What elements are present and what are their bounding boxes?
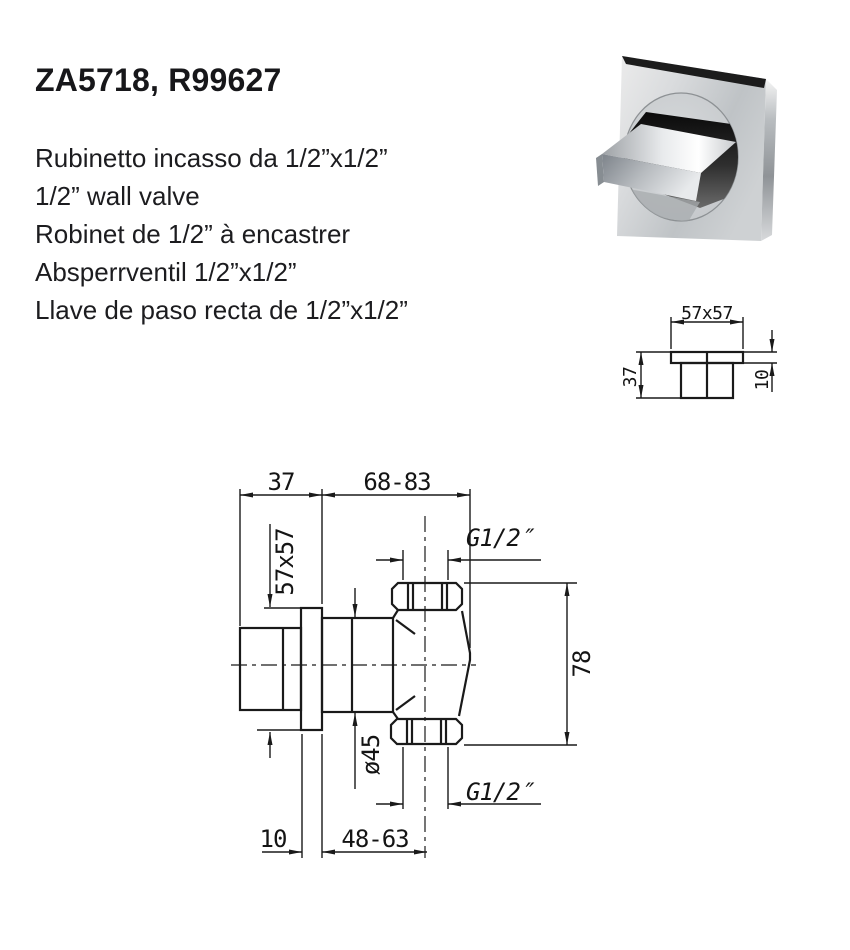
description-italian: Rubinetto incasso da 1/2”x1/2” bbox=[35, 143, 388, 173]
dim-pipe-diameter: ø45 bbox=[352, 588, 385, 789]
svg-text:G1/2″: G1/2″ bbox=[466, 524, 535, 552]
photo-lever-end-face bbox=[596, 154, 604, 186]
photo-lever-top-face bbox=[602, 124, 736, 173]
main-drawing: 37 68-83 G1/2″ 57x57 bbox=[231, 468, 596, 858]
dim-height: 78 bbox=[464, 582, 596, 746]
svg-text:ø45: ø45 bbox=[357, 735, 385, 775]
description-spanish: Llave de paso recta de 1/2”x1/2” bbox=[35, 295, 408, 325]
valve-outline bbox=[238, 581, 472, 746]
photo-lever-front-face bbox=[602, 154, 701, 201]
product-photo bbox=[596, 56, 777, 241]
body-right-taper bbox=[457, 610, 472, 717]
description-english: 1/2” wall valve bbox=[35, 181, 200, 211]
dim-thread-bottom: G1/2″ bbox=[376, 747, 541, 809]
dim-wall-depth: 37 bbox=[239, 468, 323, 626]
embedded-body-outline bbox=[238, 626, 303, 712]
svg-text:G1/2″: G1/2″ bbox=[466, 778, 535, 806]
svg-text:48-63: 48-63 bbox=[341, 825, 408, 853]
small-dim-depth: 37 bbox=[620, 367, 641, 388]
photo-plate-side-face bbox=[761, 79, 777, 241]
product-descriptions: Rubinetto incasso da 1/2”x1/2” 1/2” wall… bbox=[35, 139, 408, 329]
page-title: ZA5718, R99627 bbox=[35, 62, 282, 98]
description-french: Robinet de 1/2” à encastrer bbox=[35, 219, 351, 249]
bottom-hex-nut bbox=[389, 717, 464, 746]
small-dim-plate-thickness: 10 bbox=[752, 370, 773, 391]
small-dim-plate-size: 57x57 bbox=[681, 303, 733, 324]
small-drawing: 57x57 37 10 bbox=[620, 303, 777, 400]
dim-thread-top: G1/2″ bbox=[376, 524, 541, 580]
dim-plate-size: 57x57 bbox=[257, 524, 301, 758]
svg-text:10: 10 bbox=[260, 825, 287, 853]
svg-text:57x57: 57x57 bbox=[271, 528, 299, 595]
top-hex-nut bbox=[390, 581, 464, 612]
wall-plate-outline bbox=[299, 606, 324, 732]
dim-reach-range: 68-83 bbox=[322, 468, 471, 648]
svg-text:68-83: 68-83 bbox=[363, 468, 430, 496]
dim-outlet-range: 48-63 bbox=[322, 825, 427, 855]
description-german: Absperrventil 1/2”x1/2” bbox=[35, 257, 297, 287]
svg-text:37: 37 bbox=[268, 468, 295, 496]
dim-plate-thickness: 10 bbox=[260, 734, 323, 858]
photo-plate-top-edge bbox=[622, 56, 766, 88]
svg-text:78: 78 bbox=[568, 651, 596, 678]
